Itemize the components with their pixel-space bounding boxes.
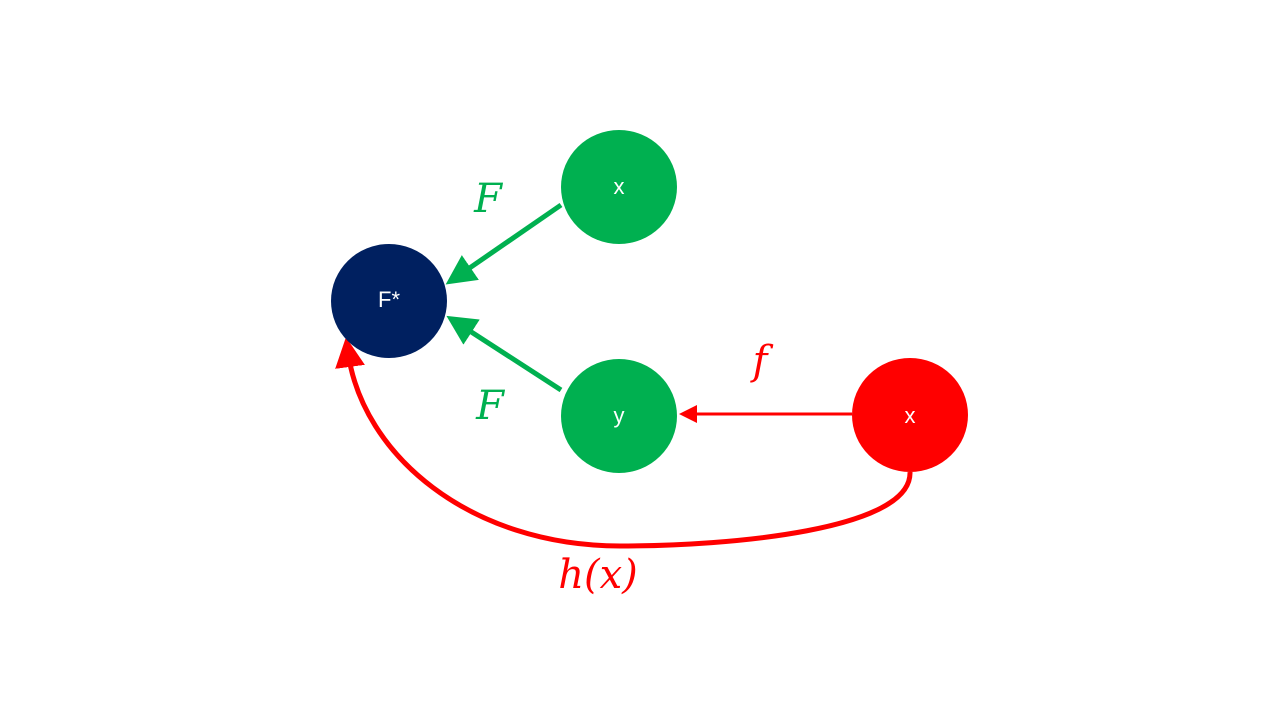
node-x-green-label: x — [614, 174, 625, 199]
edge-y-to-fstar — [446, 315, 563, 393]
node-x-red — [852, 358, 968, 472]
edge-label-hx: h(x) — [558, 552, 638, 598]
node-y-green — [561, 359, 677, 473]
node-y-green-label: y — [614, 403, 625, 428]
edge-x-to-fstar — [445, 202, 563, 285]
node-fstar — [331, 244, 447, 358]
edge-label-F-bottom: F — [475, 383, 505, 429]
edge-label-F-top: F — [473, 176, 503, 222]
node-fstar-label: F* — [378, 287, 400, 312]
edge-label-f: f — [750, 338, 774, 384]
node-x-red-label: x — [905, 403, 916, 428]
edge-xred-to-fstar — [335, 337, 913, 549]
node-x-green — [561, 130, 677, 244]
